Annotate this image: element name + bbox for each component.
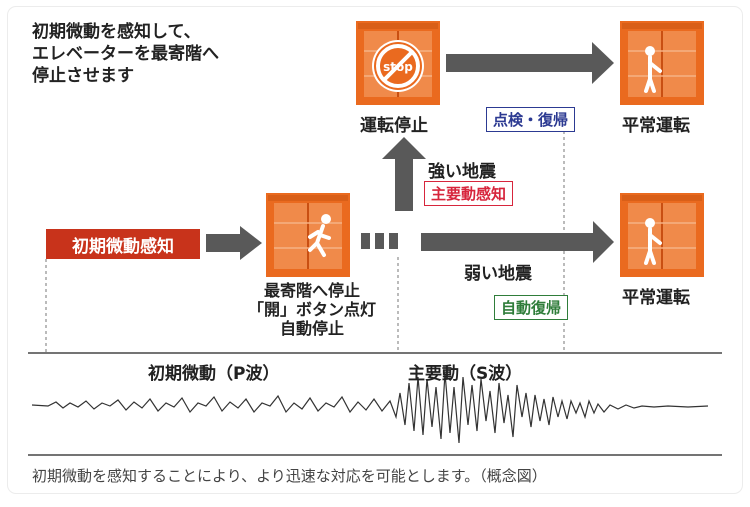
normal-operation-bottom-label: 平常運転 (622, 288, 690, 308)
s-wave-label: 主要動（S波） (408, 364, 523, 384)
diagram-canvas: stop 初期微動を感知して、 エレベーターを最寄階へ 停止させます (8, 7, 742, 493)
operation-stop-label: 運転停止 (360, 116, 428, 136)
main-motion-detect-label: 主要動感知 (424, 181, 514, 206)
nearest-stop-line-2: 「開」ボタン点灯 (247, 300, 376, 319)
intro-text: 初期微動を感知して、 エレベーターを最寄階へ 停止させます (32, 21, 219, 87)
seismic-wave (31, 372, 709, 444)
intro-line-3: 停止させます (32, 66, 134, 86)
arrow-to-normal-top (446, 42, 614, 84)
arrow-strong-quake (382, 137, 426, 211)
nearest-stop-caption: 最寄階へ停止 「開」ボタン点灯 自動停止 (242, 281, 382, 338)
strong-quake-label: 強い地震 (428, 162, 496, 182)
elevator-escape-icon (265, 192, 351, 278)
normal-operation-top-label: 平常運転 (622, 116, 690, 136)
elevator-normal-bottom-icon (619, 192, 705, 278)
intro-line-1: 初期微動を感知して、 (32, 22, 201, 42)
nearest-stop-line-1: 最寄階へ停止 (263, 281, 360, 300)
inspection-recovery-label: 点検・復帰 (486, 107, 576, 132)
diagram-graphics: stop (28, 20, 722, 456)
arrow-to-nearest-stop (206, 226, 262, 260)
arrow-weak-quake (421, 221, 614, 263)
footer-note: 初期微動を感知することにより、より迅速な対応を可能とします。（概念図） (32, 467, 547, 485)
p-wave-label: 初期微動（P波） (148, 364, 280, 384)
elevator-normal-top-icon (619, 20, 705, 106)
arrow-dashes (361, 233, 398, 249)
stop-icon-text: stop (383, 60, 413, 74)
intro-line-2: エレベーターを最寄階へ (32, 44, 219, 64)
initial-detect-badge: 初期微動感知 (46, 229, 200, 259)
nearest-stop-line-3: 自動停止 (279, 319, 344, 338)
elevator-stop-icon (355, 20, 441, 106)
auto-recovery-label: 自動復帰 (494, 295, 569, 320)
weak-quake-label: 弱い地震 (464, 264, 532, 284)
